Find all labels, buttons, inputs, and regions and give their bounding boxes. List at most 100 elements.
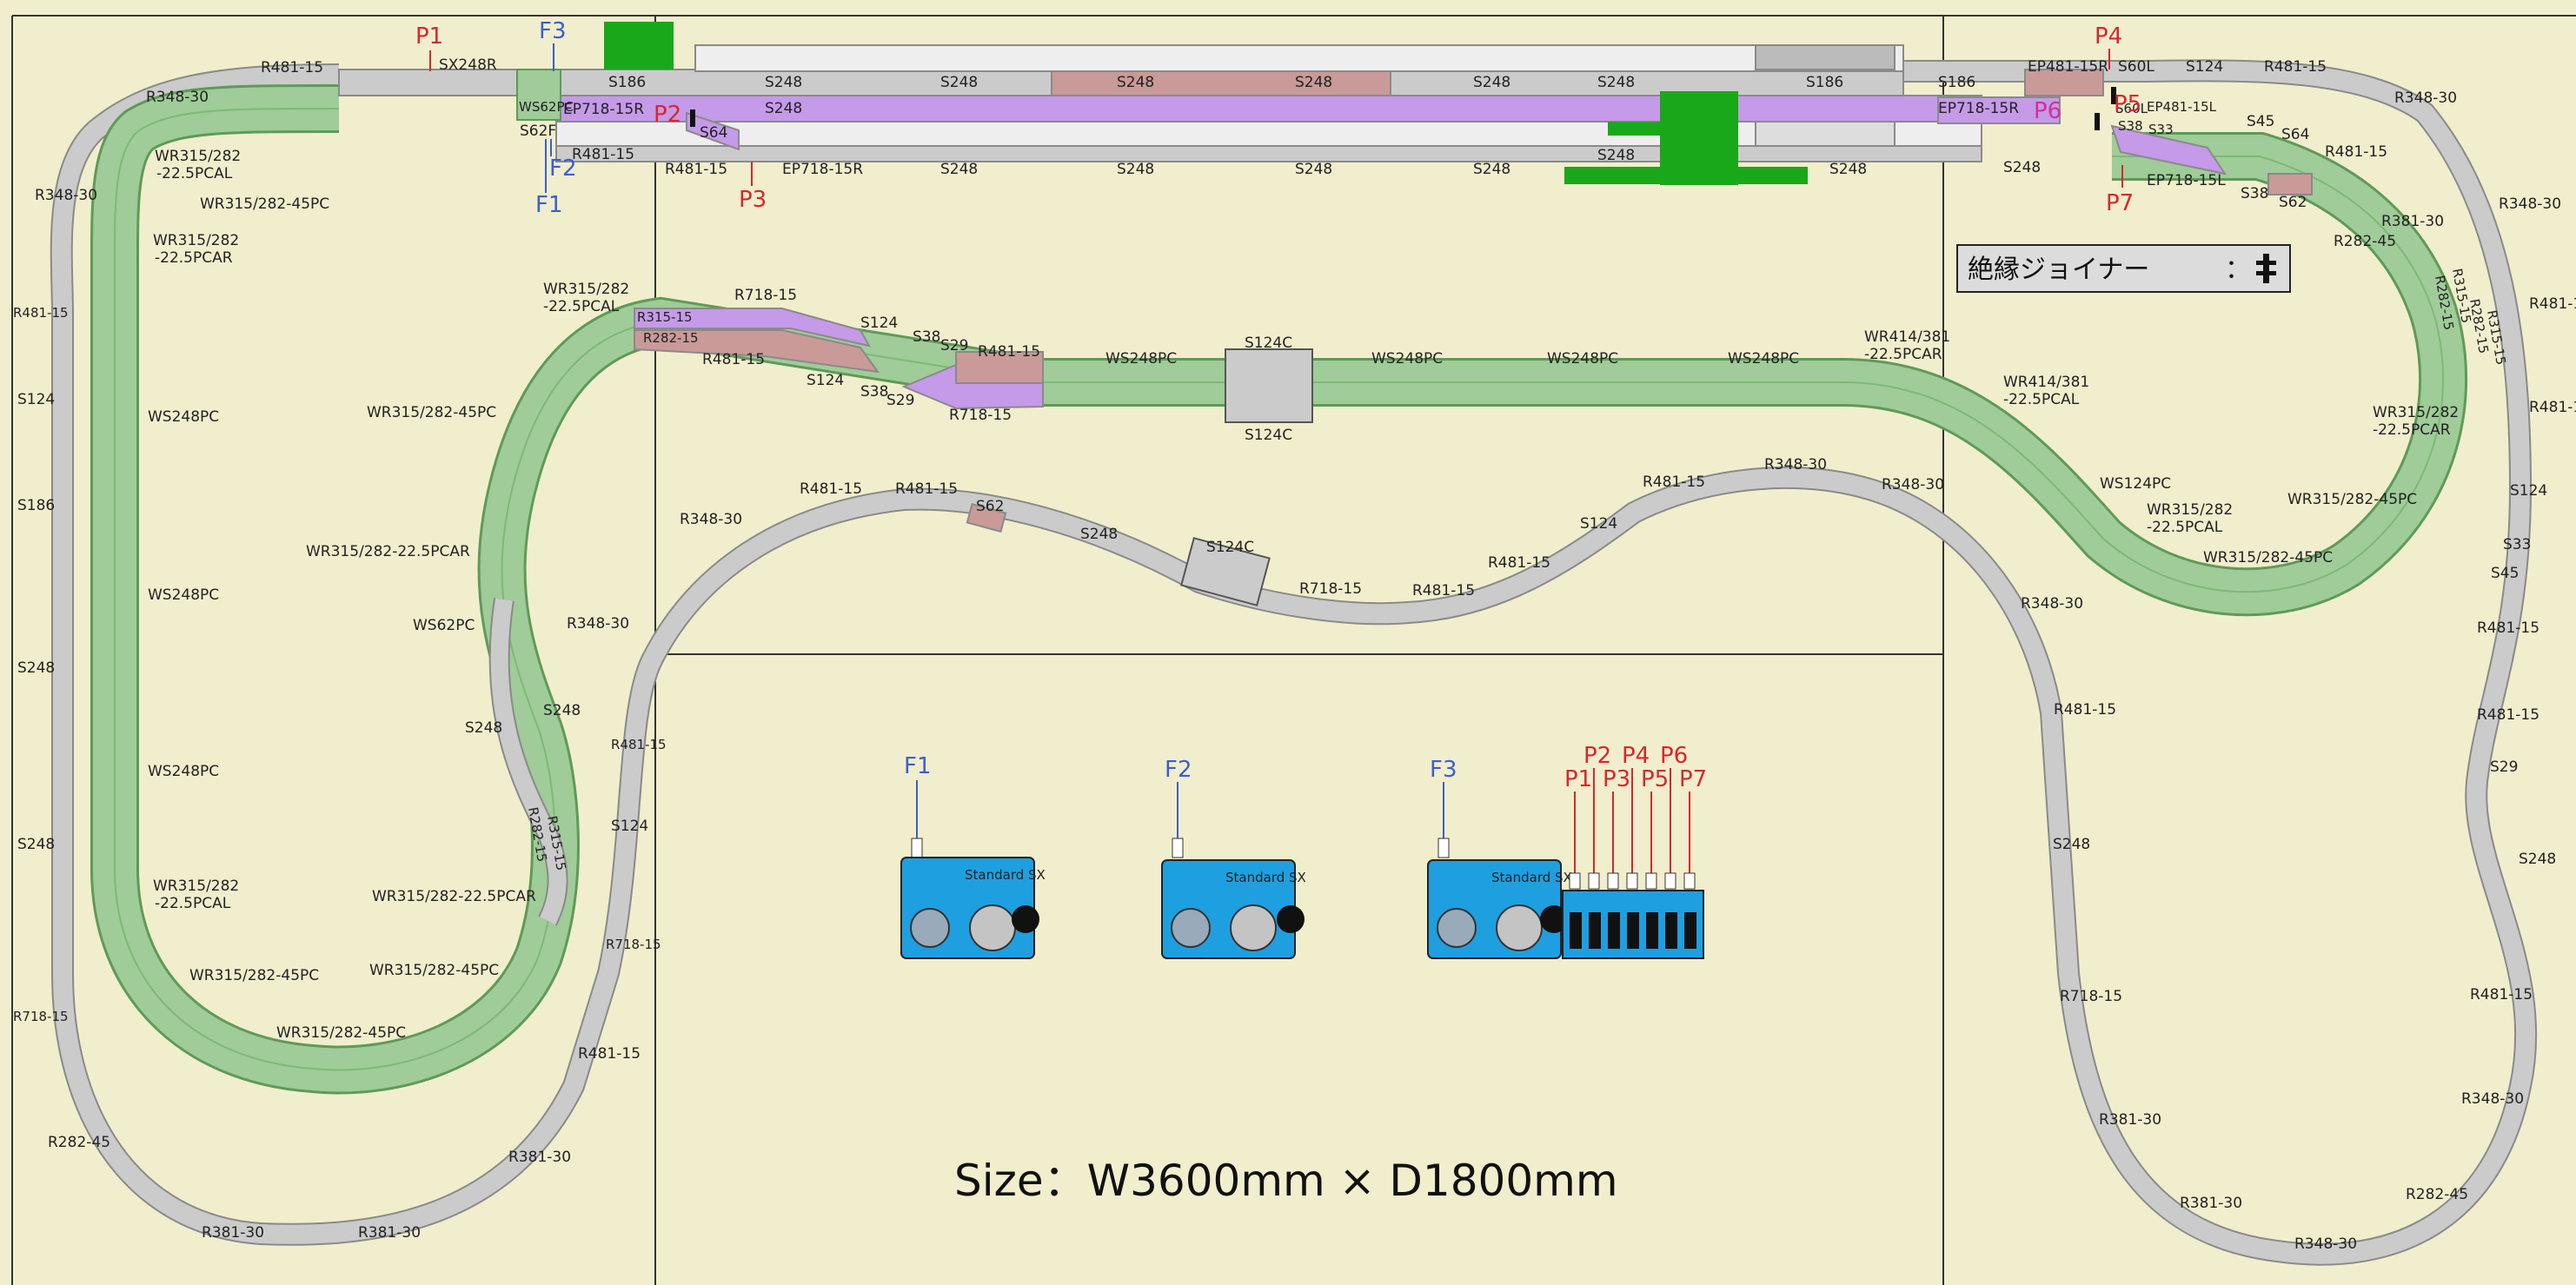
power-switch-toggle[interactable]: [1646, 912, 1658, 949]
label-wr414-381-a1: WR414/381: [1864, 328, 1950, 346]
label-r481-15-q: R481-15: [2470, 986, 2533, 1003]
power-switch-toggle[interactable]: [1570, 912, 1582, 949]
label-ws248pc-d: WS248PC: [1105, 350, 1177, 368]
power-switch-toggle[interactable]: [1684, 912, 1696, 949]
point-p3: P3: [739, 187, 767, 213]
point-p1: P1: [415, 23, 443, 50]
label-wr315-282-45pc-f: WR315/282-45PC: [2203, 549, 2333, 566]
power-switch-toggle[interactable]: [1665, 912, 1677, 949]
label-s248-a: S248: [765, 74, 802, 91]
label-s124-b: S124: [17, 391, 55, 408]
point-p7: P7: [2106, 190, 2134, 216]
label-r481-1-a: R481-1: [2529, 295, 2576, 313]
label-wr315-282-c1: WR315/282: [153, 878, 239, 895]
label-wr315-282-e1: WR315/282: [2147, 501, 2233, 519]
power-switch-toggle[interactable]: [1589, 912, 1601, 949]
label-r348-30-i: R348-30: [2021, 595, 2083, 613]
label-ws248pc-f: WS248PC: [1547, 350, 1618, 368]
label-s248-o: S248: [17, 659, 55, 677]
label-wr315-282-b1: WR315/282: [153, 232, 239, 249]
label-r348-30-a: R348-30: [146, 89, 209, 106]
label-s186-b: S186: [1806, 74, 1843, 91]
label-r381-30-f: R381-30: [2180, 1195, 2242, 1212]
label-ws248pc-e: WS248PC: [1371, 350, 1443, 368]
label-r481-15-o: R481-15: [611, 737, 667, 752]
label-s29-b: S29: [886, 392, 914, 409]
label-22-5pcal-d: -22.5PCAL: [2003, 391, 2080, 408]
point-p4: P4: [2095, 23, 2122, 50]
label-r381-30-e: R381-30: [2099, 1111, 2161, 1129]
label-s124-c: S124: [860, 315, 898, 332]
controller-f2-brand: Standard SX: [1225, 870, 1306, 885]
label-r348-30-d: R348-30: [35, 187, 97, 204]
label-wr414-381-b1: WR414/381: [2003, 374, 2089, 391]
label-r718-15-a: R718-15: [13, 1009, 69, 1024]
controller-f1-label: F1: [904, 753, 932, 779]
label-s248-d: S248: [1295, 74, 1332, 91]
label-ep718-15r-a: EP718-15R: [563, 101, 644, 118]
label-22-5pcal-e: -22.5PCAL: [2147, 519, 2223, 536]
label-22-5pcar-c: -22.5PCAR: [2373, 421, 2451, 439]
label-wr315-282-45pc-e: WR315/282-45PC: [367, 404, 496, 421]
power-switch-label-p4: P4: [1622, 743, 1650, 769]
label-22-5pcar-b: -22.5PCAR: [1864, 346, 1942, 363]
label-ws248pc-c: WS248PC: [148, 763, 219, 780]
label-r381-30-a: R381-30: [2381, 213, 2444, 230]
label-s248-g: S248: [765, 100, 802, 117]
label-s124-a: S124: [2186, 58, 2223, 76]
point-p6: P6: [2034, 98, 2061, 124]
label-ws248pc-a: WS248PC: [148, 408, 219, 426]
label-22-5pcal-b: -22.5PCAL: [155, 895, 231, 912]
label-ep718-15l: EP718-15L: [2147, 172, 2226, 189]
label-ws62pc-a: WS62PC: [519, 99, 574, 115]
label-s45-b: S45: [2491, 565, 2519, 582]
label-wr315-282-d1: WR315/282: [543, 281, 629, 298]
label-r348-30-k: R348-30: [2461, 1090, 2524, 1108]
label-22-5pcal-c: -22.5PCAL: [543, 298, 620, 315]
dial-icon: [910, 908, 950, 948]
label-s248-l: S248: [1597, 147, 1635, 164]
direction-switch-icon: [1012, 905, 1039, 933]
label-ep718-15r-b: EP718-15R: [782, 161, 863, 178]
label-r348-30-c: R348-30: [2499, 195, 2561, 213]
label-s124c-c: S124C: [1206, 539, 1254, 556]
direction-switch-icon: [1540, 905, 1568, 933]
power-switch-toggle[interactable]: [1608, 912, 1620, 949]
outer-loop-track: [50, 59, 2538, 1266]
controller-f1: F1 Standard SX: [900, 753, 1046, 959]
label-r481-15-k: R481-15: [895, 480, 958, 498]
label-r315-15-a: R315-15: [637, 309, 693, 325]
label-wr315-282-45pc-a: WR315/282-45PC: [200, 195, 329, 213]
label-s60l-a: S60L: [2118, 58, 2154, 76]
label-r381-30-d: R381-30: [508, 1149, 571, 1166]
label-s248-q: S248: [465, 719, 502, 737]
label-r282-45-b: R282-45: [48, 1134, 110, 1151]
controller-f3-brand: Standard SX: [1491, 870, 1572, 885]
label-r481-15-s: R481-15: [2477, 619, 2539, 637]
label-r348-30-f: R348-30: [1764, 456, 1827, 474]
label-s186-c: S186: [1938, 74, 1975, 91]
label-r481-15-i: R481-15: [702, 351, 765, 368]
label-r481-1-b: R481-1: [2529, 399, 2576, 416]
power-switch-label-p7: P7: [1679, 766, 1707, 792]
speed-knob-icon: [1230, 904, 1277, 951]
label-s62-b: S62: [976, 498, 1004, 515]
label-s60l-b: S60L: [2115, 101, 2148, 116]
label-ws62pc-b: WS62PC: [413, 617, 475, 634]
label-wr315-282-a1: WR315/282: [155, 148, 241, 165]
label-s248-t: S248: [2053, 836, 2090, 853]
power-switch-terminal: [1607, 872, 1619, 890]
legend-text: 絶縁ジョイナー: [1968, 255, 2149, 285]
inner-s-track: [488, 598, 568, 926]
label-s248-k: S248: [1473, 161, 1510, 178]
point-f1: F1: [535, 192, 563, 218]
power-switch-toggle[interactable]: [1627, 912, 1639, 949]
label-s45-a: S45: [2247, 113, 2274, 130]
label-r348-30-b: R348-30: [2394, 89, 2457, 107]
label-r348-30-j: R348-30: [2294, 1235, 2357, 1253]
power-switch-label-p6: P6: [1660, 743, 1688, 769]
label-s64-a: S64: [2281, 126, 2309, 143]
insulated-joiners: [690, 87, 2116, 130]
